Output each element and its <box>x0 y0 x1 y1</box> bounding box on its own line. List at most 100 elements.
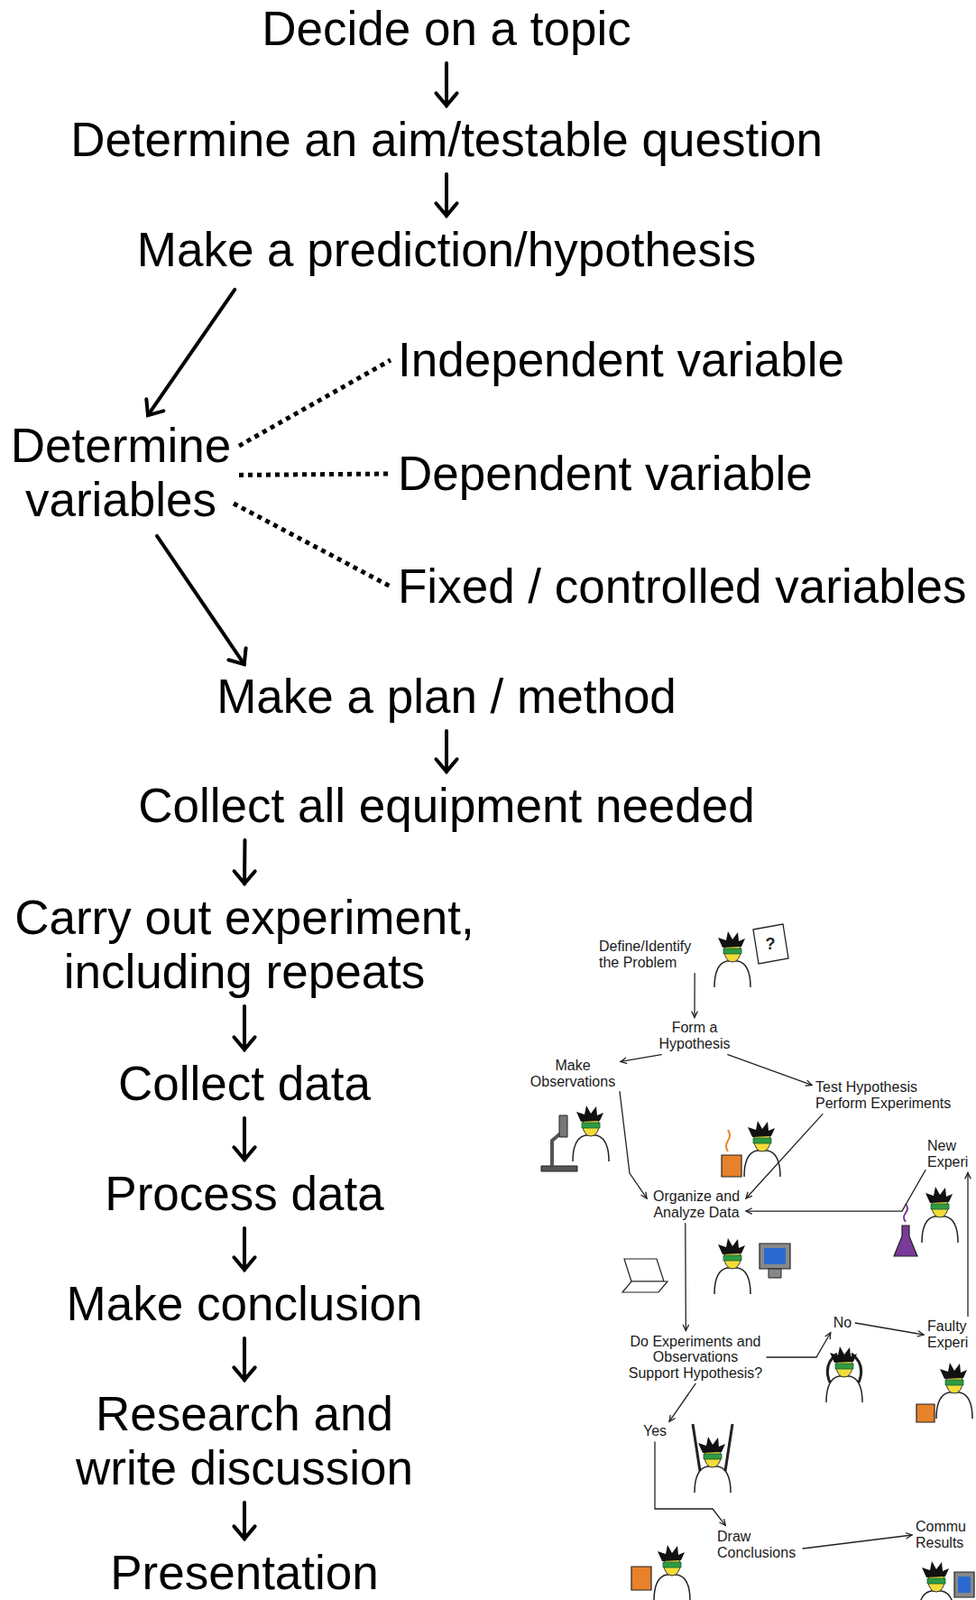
scientist-body <box>744 1150 781 1177</box>
stage-caption: Commu Results <box>915 1518 972 1550</box>
step-label: Commu Results <box>915 1518 972 1550</box>
flow-arrow <box>435 63 457 106</box>
step-label: Do Experiments and Observations Support … <box>626 1333 765 1382</box>
scientist-body <box>921 1215 958 1243</box>
flow-arrow <box>156 535 247 664</box>
arrow-head <box>620 1057 627 1063</box>
scientist-goggles <box>753 1137 772 1143</box>
screen-symbol <box>957 1575 971 1593</box>
step-label: Carry out experiment, including repeats <box>5 890 484 999</box>
flow-arrow <box>233 1005 255 1050</box>
step-label: Research and write discussion <box>64 1386 425 1495</box>
flow-arrow <box>233 1501 255 1538</box>
connector-line <box>444 174 449 216</box>
scientist-body <box>714 1267 751 1294</box>
flow-arrow <box>855 1322 924 1336</box>
scientist-hair <box>939 1362 967 1379</box>
flow-arrow <box>620 1054 662 1064</box>
step-text: Determine variables <box>8 418 234 527</box>
step-text: Decide on a topic <box>261 1 632 56</box>
step-text: Determine an aim/testable question <box>70 112 823 167</box>
scientist-goggles <box>930 1203 949 1209</box>
scientist-goggles <box>703 1453 722 1459</box>
stage-caption: No <box>833 1314 852 1331</box>
step-label: Form a Hypothesis <box>653 1019 737 1051</box>
flow-arrow <box>619 1091 647 1198</box>
flow-arrow <box>766 1332 831 1357</box>
arrow-head <box>234 870 256 884</box>
note-label: ? <box>765 934 776 954</box>
arrow-head <box>917 1330 924 1336</box>
scientist-goggles <box>723 948 742 954</box>
connector-line <box>693 973 695 1018</box>
computer-screen <box>764 1247 786 1264</box>
stage-caption: Do Experiments and Observations Support … <box>626 1333 765 1382</box>
connector-line <box>766 1332 831 1357</box>
flow-arrow <box>682 1223 689 1331</box>
flow-arrow <box>233 1227 255 1270</box>
scientist-arm <box>692 1423 700 1471</box>
arrow-head <box>965 1172 971 1179</box>
flask-symbol <box>893 1224 918 1256</box>
step-label: Dependent variable <box>397 446 813 501</box>
arrow-head <box>641 1191 647 1198</box>
step-text: Process data <box>104 1166 384 1221</box>
step-text: Independent variable <box>397 332 845 387</box>
flow-arrow <box>745 1169 926 1214</box>
flow-arrow <box>435 730 457 772</box>
step-text: Make a plan / method <box>216 669 677 724</box>
connector-line <box>239 359 391 446</box>
scientist-hair <box>718 1237 746 1254</box>
stage-caption: Form a Hypothesis <box>653 1019 737 1051</box>
arrow-head <box>682 1324 689 1330</box>
step-label: Draw Conclusions <box>717 1528 801 1560</box>
connector-line <box>242 1501 247 1538</box>
step-text: Carry out experiment, including repeats <box>5 890 484 999</box>
connector-line <box>156 535 245 664</box>
arrow-head <box>805 1079 812 1086</box>
scientist-goggles <box>945 1379 964 1385</box>
step-label: Make a prediction/hypothesis <box>137 222 756 277</box>
step-text: Make conclusion <box>66 1276 424 1331</box>
connector-line <box>669 1382 696 1421</box>
stage-caption: Test Hypothesis Perform Experiments <box>815 1078 958 1111</box>
scientist-hair <box>925 1186 953 1203</box>
connector-line <box>444 63 449 106</box>
stage-caption: Draw Conclusions <box>717 1528 801 1560</box>
step-label: Make a plan / method <box>216 669 677 724</box>
arrow-head <box>228 647 246 664</box>
scientist-hair <box>747 1120 775 1137</box>
step-label: Decide on a topic <box>261 1 632 56</box>
arrow-head <box>233 1256 255 1270</box>
beaker-symbol <box>721 1154 742 1177</box>
flow-arrow <box>435 174 457 216</box>
scientist-body <box>936 1391 973 1418</box>
computer-symbol <box>759 1243 791 1269</box>
scientist-goggles <box>835 1362 854 1369</box>
step-label: Determine an aim/testable question <box>70 112 823 167</box>
stage-caption: Faulty Experi <box>927 1317 973 1350</box>
problem-paper <box>753 923 789 964</box>
connector-line <box>619 1091 647 1198</box>
computer-symbol <box>768 1268 782 1278</box>
step-label: Presentation <box>110 1545 379 1600</box>
step-text: Fixed / controlled variables <box>397 559 967 614</box>
connector-line <box>802 1534 912 1548</box>
step-label: Independent variable <box>397 332 845 387</box>
arrow-head <box>146 398 164 415</box>
steam-symbol <box>726 1129 730 1151</box>
arrow-head <box>233 1036 255 1050</box>
step-text: Collect all equipment needed <box>138 778 756 833</box>
step-label: Collect all equipment needed <box>138 778 756 833</box>
connector-line <box>242 839 247 884</box>
scientist-body <box>714 960 751 987</box>
step-label: Organize and Analyze Data <box>650 1187 743 1220</box>
flow-arrow <box>239 473 391 475</box>
step-label: Yes <box>643 1422 667 1439</box>
connector-line <box>855 1322 924 1335</box>
scientist-hair <box>576 1104 604 1122</box>
flow-arrow <box>654 1441 726 1526</box>
scientist-goggles <box>662 1561 682 1567</box>
flow-arrow <box>234 839 256 884</box>
